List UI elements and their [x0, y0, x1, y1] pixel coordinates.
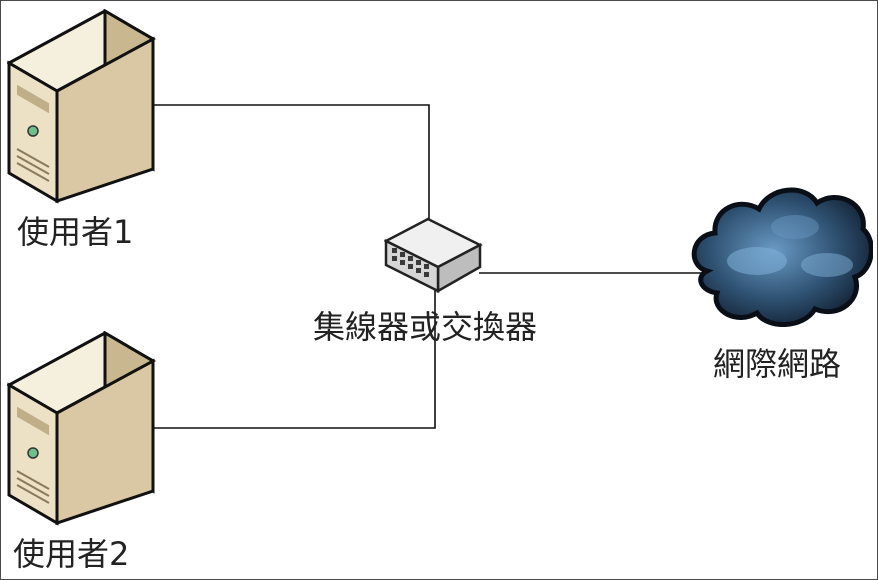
user2-node — [5, 330, 157, 531]
server-tower-icon — [5, 330, 157, 526]
user1-node — [5, 8, 157, 209]
internet-node — [687, 179, 874, 336]
server-tower-icon — [5, 8, 157, 204]
network-switch-icon — [383, 217, 483, 294]
cloud-icon — [691, 187, 874, 327]
switch-node — [383, 215, 484, 302]
user2-label: 使用者2 — [13, 535, 130, 573]
link-user2-switch — [151, 287, 436, 429]
switch-label: 集線器或交換器 — [313, 308, 538, 346]
internet-label: 網際網路 — [713, 345, 842, 383]
link-user1-switch — [151, 104, 430, 229]
user1-label: 使用者1 — [17, 213, 134, 251]
